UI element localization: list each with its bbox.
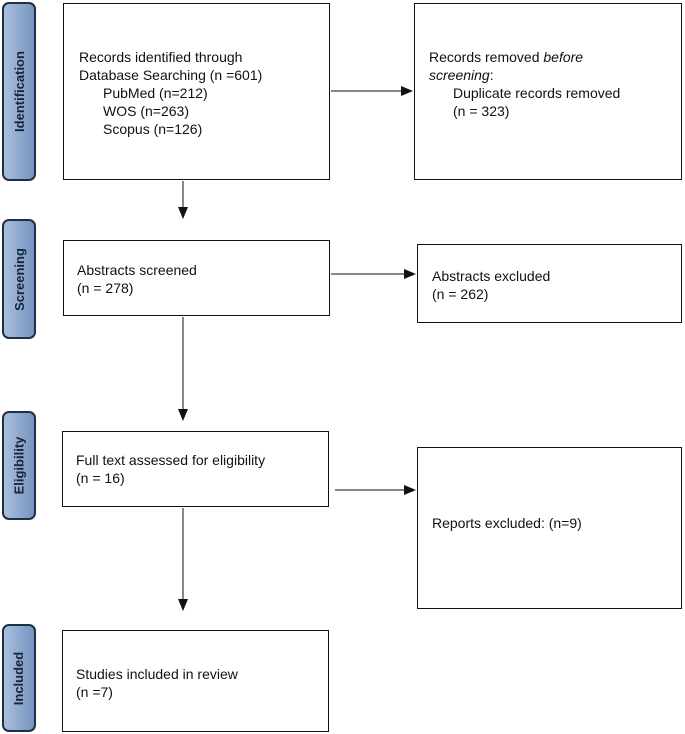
records-identified-line2: Database Searching (n =601) xyxy=(79,67,263,83)
records-identified-line1: Records identified through xyxy=(79,49,243,65)
studies-included-label: Studies included in review xyxy=(76,666,238,682)
duplicate-records-count: (n = 323) xyxy=(453,103,510,119)
scopus-count: Scopus (n=126) xyxy=(103,121,203,137)
full-text-assessed-label: Full text assessed for eligibility xyxy=(76,452,266,468)
wos-count: WOS (n=263) xyxy=(103,103,189,119)
studies-included-box: Studies included in review (n =7) xyxy=(62,630,329,732)
records-removed-box: Records removed before screening: Duplic… xyxy=(414,3,682,180)
reports-excluded-label: Reports excluded: (n=9) xyxy=(432,515,582,531)
duplicate-records-label: Duplicate records removed xyxy=(453,85,621,101)
records-removed-colon: : xyxy=(489,67,494,83)
abstracts-excluded-count: (n = 262) xyxy=(432,286,489,302)
stage-eligibility: Eligibility xyxy=(2,411,36,520)
records-removed-line1: Records removed before xyxy=(429,48,681,66)
reports-excluded-box: Reports excluded: (n=9) xyxy=(417,447,682,609)
abstracts-screened-count: (n = 278) xyxy=(77,280,134,296)
abstracts-excluded-box: Abstracts excluded (n = 262) xyxy=(417,244,682,323)
abstracts-excluded-label: Abstracts excluded xyxy=(432,268,551,284)
stage-screening: Screening xyxy=(2,219,36,339)
abstracts-screened-label: Abstracts screened xyxy=(77,262,197,278)
records-removed-prefix: Records removed xyxy=(429,49,544,65)
studies-included-count: (n =7) xyxy=(76,684,113,700)
full-text-assessed-box: Full text assessed for eligibility (n = … xyxy=(62,431,329,507)
records-removed-before: before xyxy=(543,49,584,65)
records-removed-screening: screening xyxy=(429,67,490,83)
pubmed-count: PubMed (n=212) xyxy=(103,85,208,101)
stage-included: Included xyxy=(2,624,36,732)
records-removed-line2: screening: xyxy=(429,66,681,84)
records-identified-box: Records identified through Database Sear… xyxy=(63,3,330,180)
abstracts-screened-box: Abstracts screened (n = 278) xyxy=(63,240,330,316)
stage-identification: Identification xyxy=(2,2,36,181)
full-text-assessed-count: (n = 16) xyxy=(76,470,125,486)
